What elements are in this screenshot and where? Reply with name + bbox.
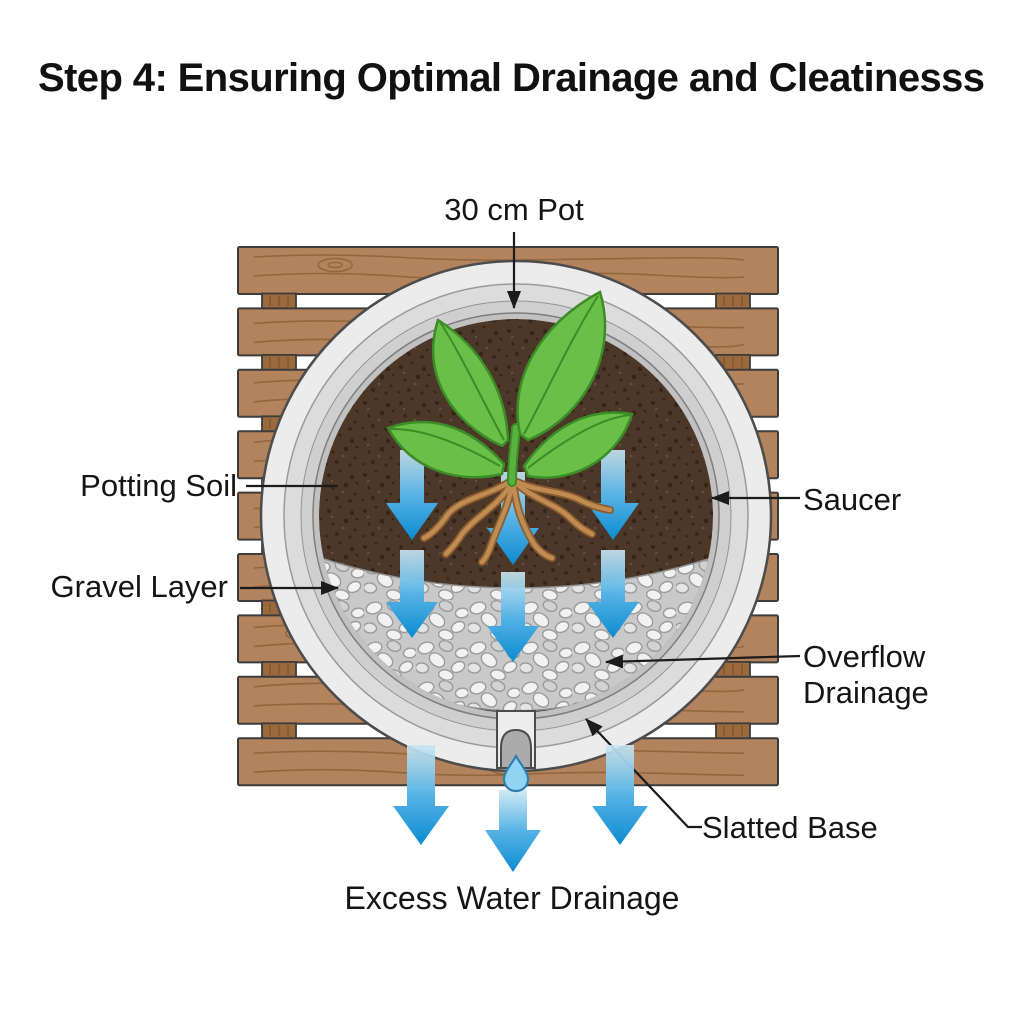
label-potting-soil: Potting Soil xyxy=(80,468,237,503)
overflow-leader xyxy=(605,654,801,669)
excess-water-arrows xyxy=(393,745,648,872)
label-overflow-drainage: Overflow Drainage xyxy=(803,639,929,711)
seedling-plant xyxy=(386,290,634,566)
label-saucer: Saucer xyxy=(803,482,902,517)
label-slatted-base: Slatted Base xyxy=(702,810,878,845)
percolation-arrows xyxy=(386,450,639,662)
page-title: Step 4: Ensuring Optimal Drainage and Cl… xyxy=(38,56,985,100)
label-excess-water-drainage: Excess Water Drainage xyxy=(344,880,680,916)
label-overflow-line2: Drainage xyxy=(803,675,929,710)
label-overflow-line1: Overflow xyxy=(803,639,926,674)
water-droplet xyxy=(502,753,530,793)
root-system xyxy=(420,476,614,566)
label-gravel-layer: Gravel Layer xyxy=(50,569,228,604)
label-pot-size: 30 cm Pot xyxy=(444,192,584,227)
